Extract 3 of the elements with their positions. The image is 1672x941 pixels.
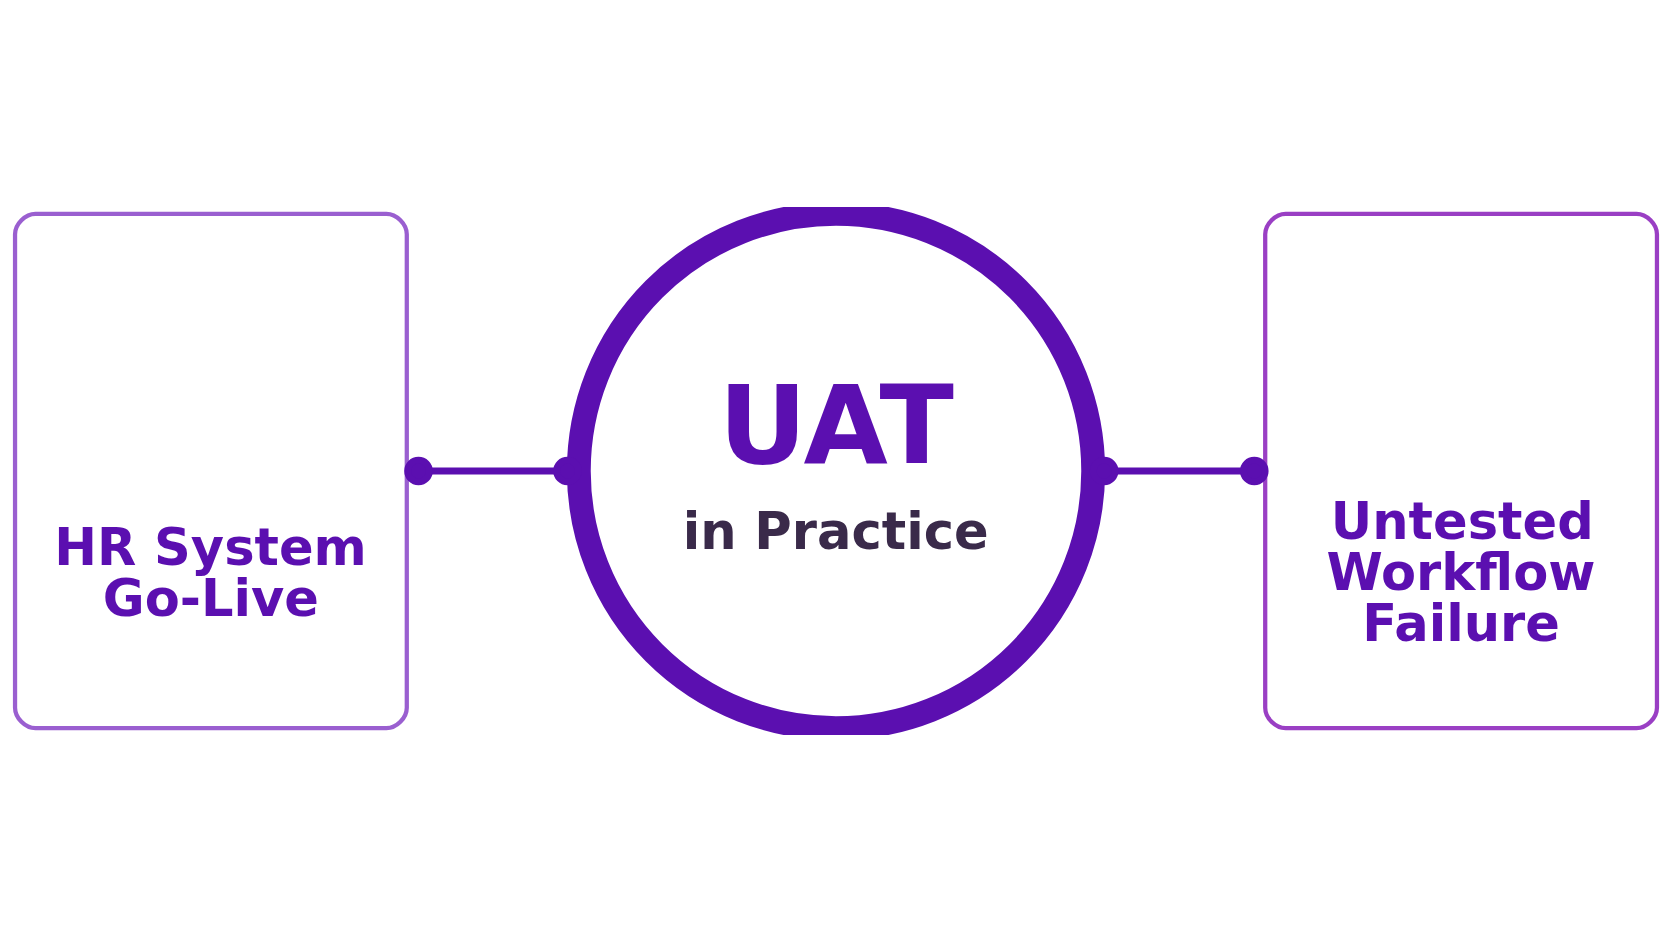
node-box: HR System Go-Live <box>12 211 409 730</box>
node-box: Untested Workflow Failure <box>1263 211 1660 730</box>
node-circle: UAT in Practice <box>566 206 1106 735</box>
